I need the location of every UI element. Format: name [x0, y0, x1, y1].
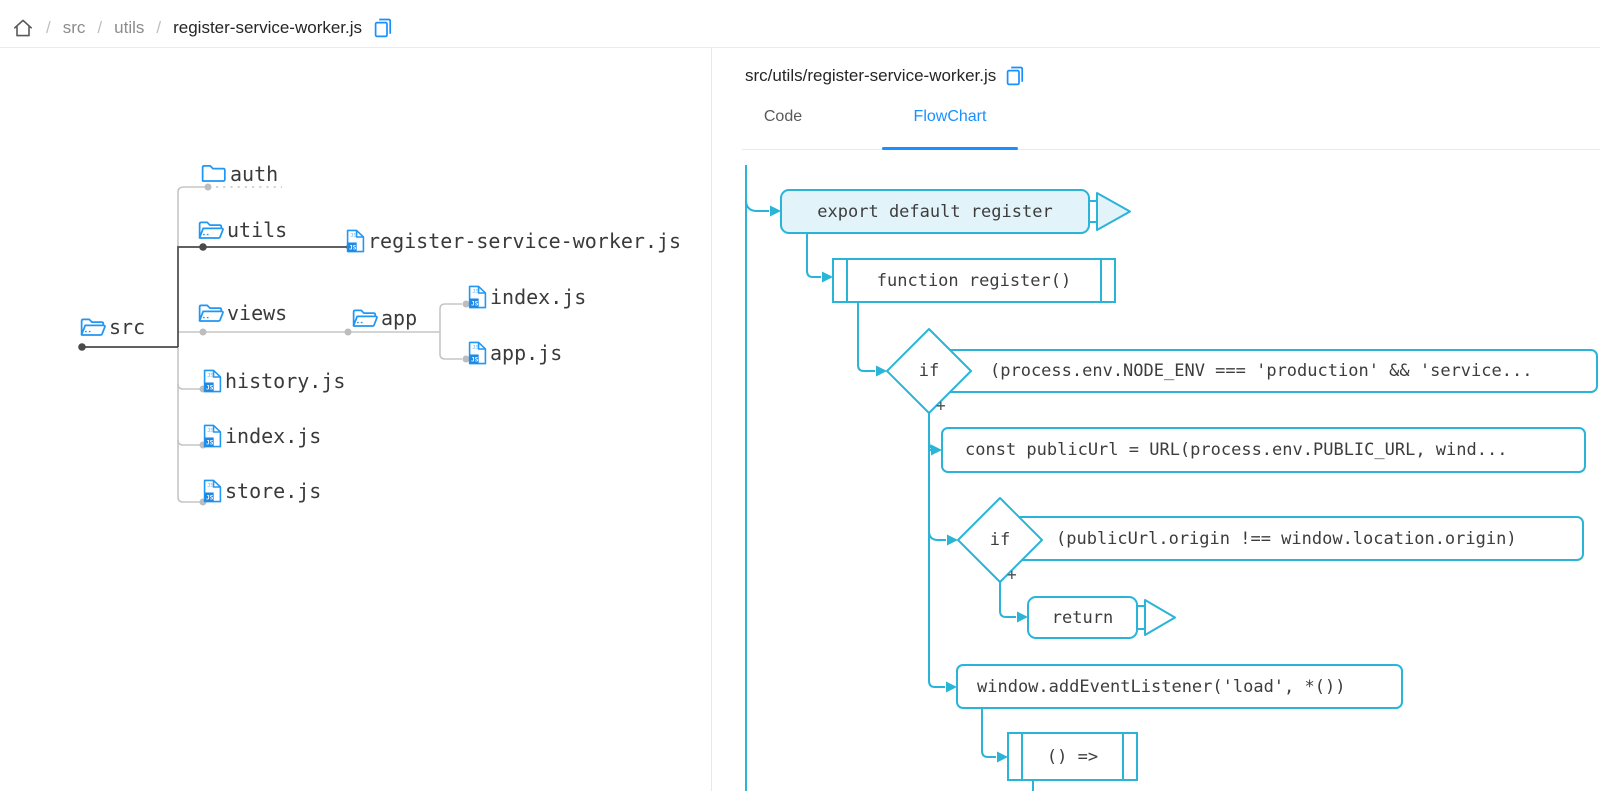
tab-flowchart[interactable]: FlowChart — [913, 108, 987, 125]
folder-open-icon — [198, 219, 224, 241]
breadcrumb-item-utils[interactable]: utils — [114, 18, 145, 37]
tree-node-utils[interactable]: utils — [198, 217, 287, 243]
flow-label-if2[interactable]: if — [989, 530, 1011, 550]
tree-node-app-index-js[interactable]: index.js — [468, 284, 586, 310]
tree-node-index-js[interactable]: index.js — [203, 423, 321, 449]
tree-node-label: src — [109, 315, 146, 339]
js-file-icon — [346, 229, 365, 253]
tree-node-label: auth — [230, 162, 279, 186]
breadcrumb: / src / utils / register-service-worker.… — [12, 10, 392, 46]
js-file-icon — [468, 285, 487, 309]
folder-closed-icon — [201, 163, 227, 185]
flow-label-listener[interactable]: window.addEventListener('load', *()) — [977, 676, 1346, 697]
file-path-title: src/utils/register-service-worker.js — [745, 63, 1024, 89]
tab-code[interactable]: Code — [763, 108, 803, 125]
tree-node-label: app.js — [490, 341, 563, 365]
breadcrumb-separator: / — [156, 18, 162, 37]
tree-node-label: views — [227, 301, 288, 325]
tree-node-views[interactable]: views — [198, 300, 287, 326]
breadcrumb-item-current-file: register-service-worker.js — [173, 18, 363, 37]
tree-node-label: index.js — [225, 424, 322, 448]
js-file-icon — [203, 479, 222, 503]
tree-node-history-js[interactable]: history.js — [203, 368, 345, 394]
tree-node-label: register-service-worker.js — [368, 229, 682, 253]
tree-node-app-js[interactable]: app.js — [468, 340, 562, 366]
breadcrumb-separator: / — [97, 18, 103, 37]
panel-divider — [711, 48, 712, 791]
flow-label-export[interactable]: export default register — [817, 201, 1053, 222]
flow-branch-plus-2[interactable]: + — [1007, 565, 1017, 584]
flow-arrowheads — [770, 205, 1028, 763]
flow-condition-boxes[interactable] — [928, 349, 1598, 561]
tree-node-auth[interactable]: auth — [201, 161, 278, 187]
tab-active-indicator — [882, 147, 1018, 150]
breadcrumb-separator: / — [46, 18, 51, 37]
top-divider — [0, 47, 1600, 48]
tree-node-label: app — [381, 306, 418, 330]
tree-node-app[interactable]: app — [352, 305, 417, 331]
flow-node-return[interactable] — [1027, 596, 1176, 639]
flow-label-if1[interactable]: if — [918, 361, 940, 381]
tree-node-store-js[interactable]: store.js — [203, 478, 321, 504]
flow-connectors — [745, 165, 1145, 791]
tree-connectors-selected — [82, 246, 350, 348]
flow-label-function[interactable]: function register() — [876, 270, 1072, 291]
file-path-text: src/utils/register-service-worker.js — [745, 66, 997, 85]
tree-node-label: index.js — [490, 285, 587, 309]
flow-node-if2-diamond[interactable] — [957, 497, 1043, 583]
breadcrumb-item-src[interactable]: src — [62, 18, 86, 37]
flow-node-if1-diamond[interactable] — [886, 328, 972, 414]
flow-label-if1-condition[interactable]: (process.env.NODE_ENV === 'production' &… — [990, 361, 1533, 381]
tree-connectors — [177, 186, 462, 503]
folder-open-icon — [352, 307, 378, 329]
flow-label-return[interactable]: return — [1051, 607, 1114, 628]
js-file-icon — [468, 341, 487, 365]
flow-label-arrow-fn[interactable]: () => — [1046, 746, 1099, 767]
flow-branch-plus-1[interactable]: + — [936, 396, 946, 415]
tree-node-label: store.js — [225, 479, 322, 503]
tree-node-label: history.js — [225, 369, 346, 393]
js-file-icon — [203, 369, 222, 393]
tabbar-divider — [742, 149, 1600, 150]
flow-node-function[interactable] — [832, 258, 1116, 303]
folder-open-icon — [80, 316, 106, 338]
folder-open-icon — [198, 302, 224, 324]
tree-node-src[interactable]: src — [80, 314, 145, 340]
flow-node-arrow-fn[interactable] — [1007, 732, 1138, 781]
flow-label-const[interactable]: const publicUrl = URL(process.env.PUBLIC… — [965, 440, 1508, 460]
tree-node-label: utils — [227, 218, 288, 242]
tree-node-register-service-worker[interactable]: register-service-worker.js — [346, 228, 681, 254]
flow-node-export[interactable] — [780, 189, 1131, 234]
flow-label-if2-condition[interactable]: (publicUrl.origin !== window.location.or… — [1056, 528, 1517, 549]
js-file-icon — [203, 424, 222, 448]
flow-node-listener[interactable] — [956, 664, 1403, 709]
